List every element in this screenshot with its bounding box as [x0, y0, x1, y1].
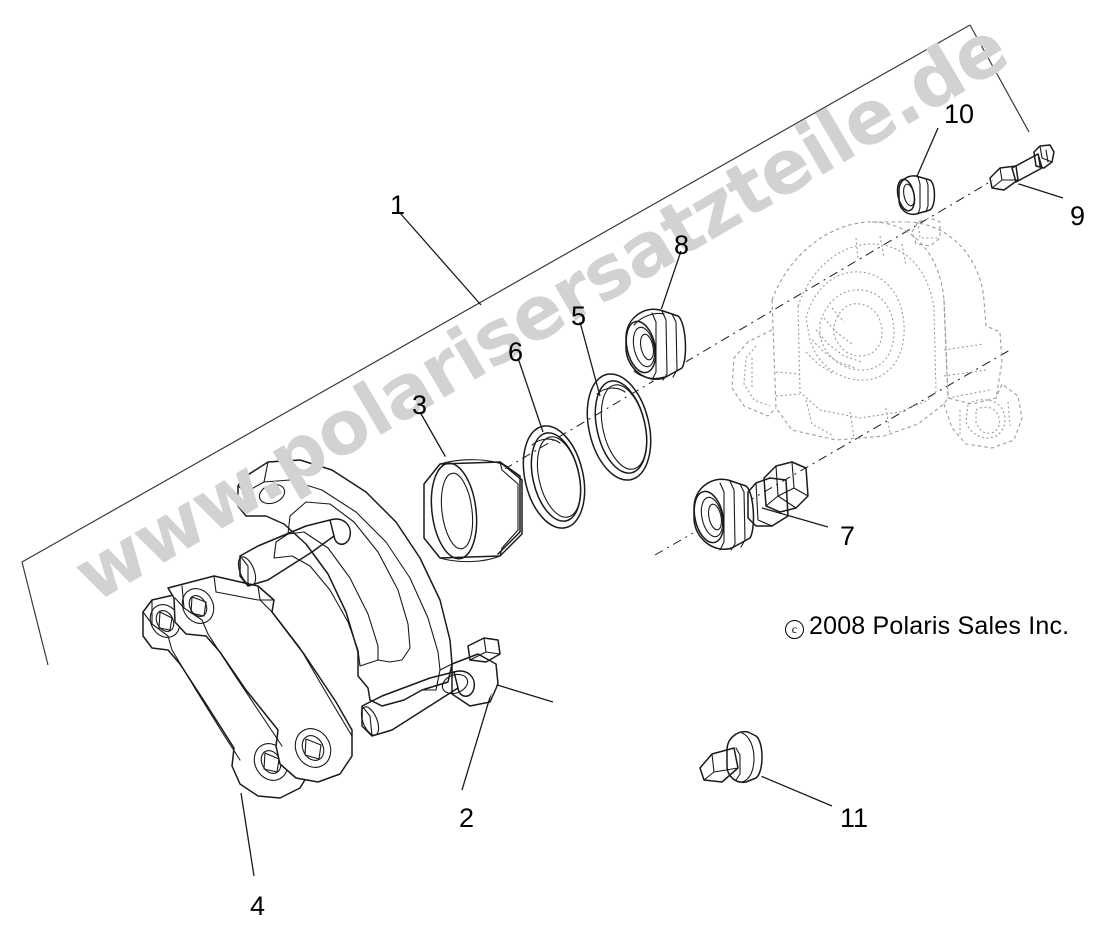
part-bleeder-screw: [989, 144, 1055, 191]
callout-label-9: 9: [1070, 201, 1086, 231]
callout-label-6: 6: [508, 337, 524, 367]
callout-label-1: 1: [390, 190, 406, 220]
part-brake-pad-front: [167, 575, 353, 783]
part-piston-seal: [586, 373, 652, 481]
callout-label-7: 7: [840, 521, 856, 551]
callout-label-8: 8: [674, 230, 690, 260]
part-dust-seal: [522, 425, 586, 529]
part-caliper-mounting-bracket: [237, 459, 501, 737]
copyright-symbol: c: [785, 620, 804, 639]
copyright-notice: c 2008 Polaris Sales Inc.: [785, 612, 1069, 641]
callout-label-3: 3: [412, 390, 428, 420]
assembly-group-boundary: [21, 24, 1030, 666]
callout-label-5: 5: [571, 301, 587, 331]
part-caliper-body-ghost: [731, 217, 1023, 449]
callout-label-4: 4: [250, 891, 266, 921]
part-flange-bolt: [699, 730, 764, 790]
callout-label-11: 11: [840, 803, 869, 833]
part-slide-pin-boot-upper: [622, 308, 687, 382]
copyright-text: 2008 Polaris Sales Inc.: [809, 612, 1070, 640]
callout-label-10: 10: [944, 99, 975, 129]
part-piston: [423, 453, 527, 564]
callout-label-2: 2: [459, 803, 475, 833]
part-slide-pin-boot-lower: [692, 461, 809, 552]
part-bleeder-cap: [896, 175, 936, 216]
